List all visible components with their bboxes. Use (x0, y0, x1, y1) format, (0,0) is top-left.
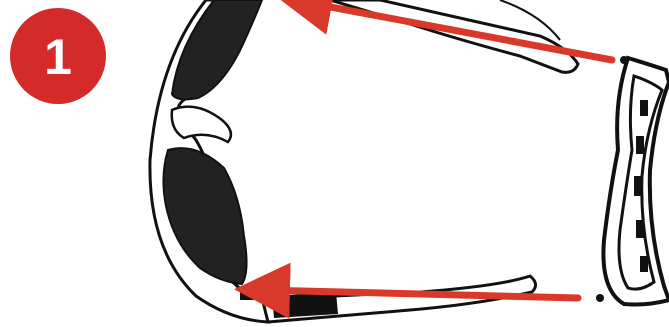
arrow-icon (304, 2, 612, 60)
gasket-vent-1 (640, 100, 648, 116)
gasket-vent-2 (636, 136, 644, 154)
step-badge: 1 (10, 8, 106, 104)
temple-arm-bottom-grip (272, 292, 338, 318)
gasket-peg-bottom (596, 294, 604, 302)
gasket-vent-5 (640, 256, 648, 272)
nose-bridge (172, 107, 231, 142)
gasket-vent-3 (634, 176, 642, 196)
gasket-peg-top (620, 56, 628, 64)
hinge-bottom (240, 292, 258, 300)
step-number: 1 (44, 29, 72, 85)
gasket-vent-4 (636, 220, 644, 238)
foam-gasket-insert-icon (596, 56, 669, 305)
lens-top (172, 0, 262, 99)
sunglasses-frame-icon (150, 0, 578, 322)
